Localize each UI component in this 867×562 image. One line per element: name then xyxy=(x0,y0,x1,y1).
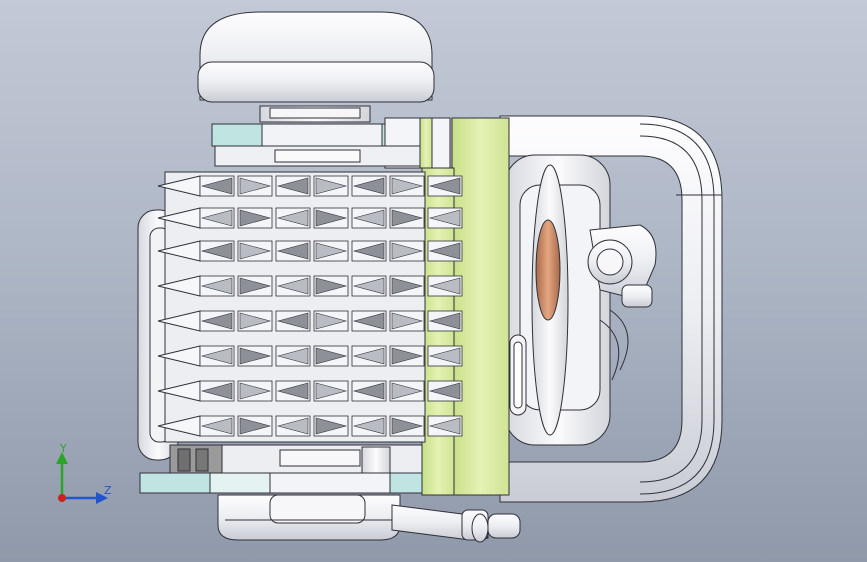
fin-facet xyxy=(391,347,424,365)
fin-facet xyxy=(315,312,348,330)
fin-facet xyxy=(276,277,309,295)
y-arrow-icon xyxy=(56,452,68,464)
fin-facet xyxy=(352,417,385,435)
fin-facet xyxy=(352,177,385,195)
mount-plate[interactable] xyxy=(451,117,510,496)
fin-facet xyxy=(276,312,309,330)
z-axis-label: Z xyxy=(104,484,112,497)
fin-facet xyxy=(391,242,424,260)
axis-triad: Y Z xyxy=(44,440,114,510)
fin-facet xyxy=(391,382,424,400)
fin-facet xyxy=(239,312,272,330)
x-axis-dot-icon xyxy=(58,494,66,502)
y-axis-label: Y xyxy=(60,442,67,455)
fin-facet xyxy=(239,177,272,195)
fin-facet xyxy=(352,242,385,260)
fin-facet xyxy=(391,277,424,295)
hose-fitting[interactable] xyxy=(391,504,521,543)
flywheel[interactable] xyxy=(509,164,569,436)
fin-facet xyxy=(315,242,348,260)
fin-facet xyxy=(239,242,272,260)
fin-facet xyxy=(200,277,233,295)
fin-facet xyxy=(200,177,233,195)
fin-facet xyxy=(391,177,424,195)
muffler[interactable] xyxy=(217,494,401,541)
fin-facet xyxy=(428,177,461,195)
fin-facet xyxy=(428,277,461,295)
fin-facet xyxy=(239,347,272,365)
triad-graphic xyxy=(56,452,108,504)
fin-facet xyxy=(428,417,461,435)
fin-facet xyxy=(276,177,309,195)
fin-facet xyxy=(352,277,385,295)
fin-facet xyxy=(352,209,385,227)
fin-facet xyxy=(428,312,461,330)
fin-facet xyxy=(315,347,348,365)
fin-facet xyxy=(239,209,272,227)
fin-facet xyxy=(391,417,424,435)
fin-facet xyxy=(352,312,385,330)
fin-facet xyxy=(352,347,385,365)
fin-facet xyxy=(428,382,461,400)
fin-facet xyxy=(315,382,348,400)
fin-facet xyxy=(428,242,461,260)
roll-frame[interactable] xyxy=(499,115,723,503)
fin-facet xyxy=(428,209,461,227)
fin-facet xyxy=(315,209,348,227)
fin-facet xyxy=(315,177,348,195)
bottom-plates[interactable] xyxy=(139,444,423,494)
fin-facet xyxy=(315,277,348,295)
cooling-fins[interactable] xyxy=(157,175,463,437)
fin-facet xyxy=(200,312,233,330)
fin-facet xyxy=(352,382,385,400)
fin-facet xyxy=(391,209,424,227)
fin-facet xyxy=(200,382,233,400)
fin-facet xyxy=(428,347,461,365)
motor-cap[interactable] xyxy=(197,11,435,123)
fin-facet xyxy=(276,382,309,400)
fin-facet xyxy=(276,417,309,435)
fin-facet xyxy=(391,312,424,330)
fin-facet xyxy=(200,242,233,260)
fin-facet xyxy=(200,417,233,435)
fin-facet xyxy=(239,417,272,435)
fin-facet xyxy=(200,347,233,365)
top-plates[interactable] xyxy=(211,117,451,169)
z-arrow-icon xyxy=(96,492,108,504)
fin-facet xyxy=(315,417,348,435)
fin-facet xyxy=(239,382,272,400)
fin-facet xyxy=(276,209,309,227)
fin-facet xyxy=(200,209,233,227)
fin-facet xyxy=(239,277,272,295)
fin-facet xyxy=(276,347,309,365)
pump-housing[interactable] xyxy=(504,154,657,446)
fin-facet xyxy=(276,242,309,260)
